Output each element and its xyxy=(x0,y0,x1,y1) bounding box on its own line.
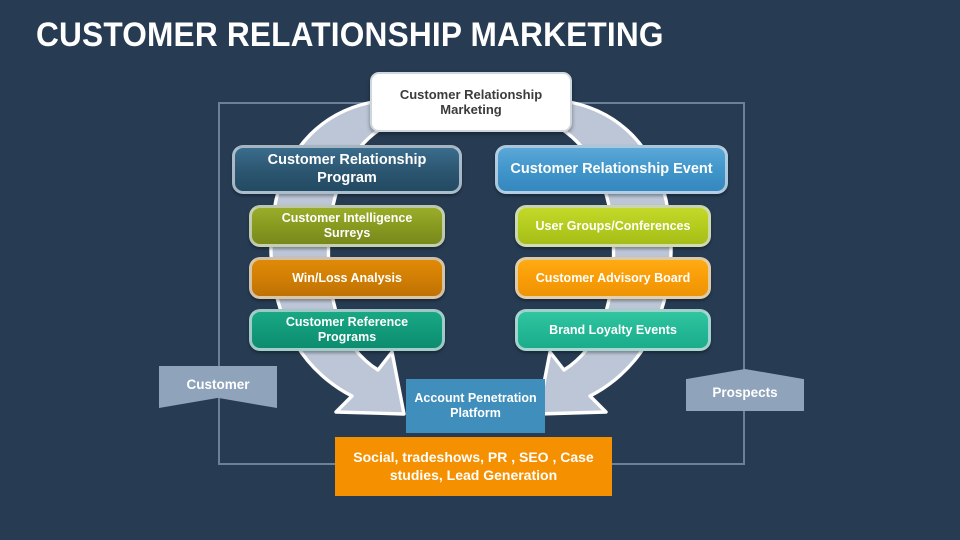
node-branch-header-program[interactable]: Customer Relationship Program xyxy=(232,145,462,194)
tag-prospects[interactable]: Prospects xyxy=(686,369,804,411)
node-customer-reference-programs-label: Customer Reference Programs xyxy=(285,315,409,344)
node-branch-header-event-label: Customer Relationship Event xyxy=(510,160,713,177)
node-user-groups-conferences[interactable]: User Groups/Conferences xyxy=(515,205,711,247)
node-user-groups-conferences-label: User Groups/Conferences xyxy=(535,218,691,233)
node-branch-header-event[interactable]: Customer Relationship Event xyxy=(495,145,728,194)
node-customer-intelligence-surreys[interactable]: Customer Intelligence Surreys xyxy=(249,205,445,247)
page-title: CUSTOMER RELATIONSHIP MARKETING xyxy=(36,16,664,54)
node-customer-advisory-board[interactable]: Customer Advisory Board xyxy=(515,257,711,299)
node-root-label: Customer Relationship Marketing xyxy=(399,86,543,117)
node-account-penetration-platform-label: Account Penetration Platform xyxy=(414,390,537,420)
node-brand-loyalty-events-label: Brand Loyalty Events xyxy=(549,322,677,337)
node-branch-header-program-label: Customer Relationship Program xyxy=(267,152,427,186)
tag-customer-label: Customer xyxy=(186,376,250,392)
node-outcome-channels-label: Social, tradeshows, PR , SEO , Case stud… xyxy=(353,449,594,483)
node-win-loss-analysis[interactable]: Win/Loss Analysis xyxy=(249,257,445,299)
node-customer-reference-programs[interactable]: Customer Reference Programs xyxy=(249,309,445,351)
node-win-loss-analysis-label: Win/Loss Analysis xyxy=(292,270,402,285)
node-customer-advisory-board-label: Customer Advisory Board xyxy=(535,270,691,285)
tag-prospects-label: Prospects xyxy=(712,385,778,400)
node-customer-intelligence-surreys-label: Customer Intelligence Surreys xyxy=(281,211,413,240)
node-brand-loyalty-events[interactable]: Brand Loyalty Events xyxy=(515,309,711,351)
node-outcome-channels[interactable]: Social, tradeshows, PR , SEO , Case stud… xyxy=(335,437,612,496)
node-account-penetration-platform[interactable]: Account Penetration Platform xyxy=(406,379,545,433)
node-root[interactable]: Customer Relationship Marketing xyxy=(370,72,572,132)
